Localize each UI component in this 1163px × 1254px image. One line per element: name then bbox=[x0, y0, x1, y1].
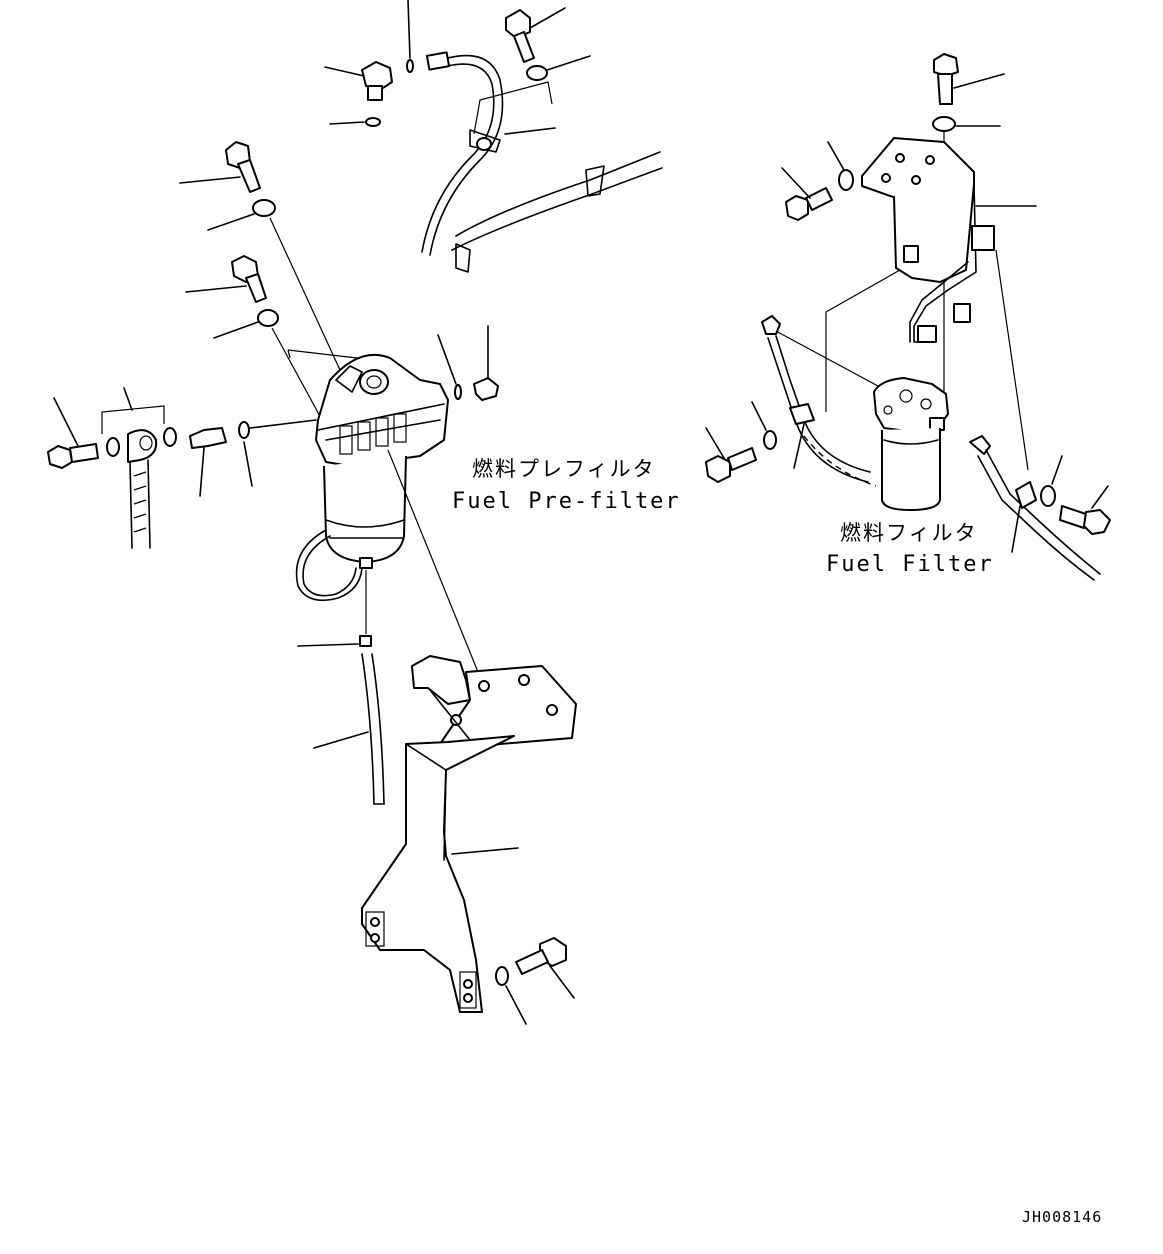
pre-filter-body bbox=[295, 353, 449, 602]
o-ring-center bbox=[365, 117, 381, 127]
pre-filter-label-jp: 燃料プレフィルタ bbox=[472, 457, 656, 481]
fuel-filter-assembly bbox=[705, 53, 1111, 581]
fuel-hose-upper bbox=[421, 51, 663, 273]
banjo-bolt bbox=[47, 443, 99, 469]
banjo-washer-left bbox=[106, 437, 120, 457]
o-ring-top bbox=[406, 59, 414, 73]
sensor-plug bbox=[473, 325, 499, 401]
banjo-fitting bbox=[127, 429, 158, 549]
washer-mount-upper bbox=[252, 199, 276, 217]
pre-filter-label-en: Fuel Pre-filter bbox=[452, 489, 681, 514]
washer-mount-lower bbox=[257, 309, 279, 327]
o-ring-adaptor bbox=[238, 421, 250, 439]
drawing-code: JH008146 bbox=[1022, 1208, 1102, 1226]
bolt-filter-left bbox=[705, 427, 757, 483]
banjo-washer-right bbox=[163, 427, 177, 447]
bolt-mount-lower bbox=[185, 255, 267, 303]
drain-hose bbox=[313, 653, 385, 805]
bolt-filter-right bbox=[1059, 485, 1111, 535]
bolt-top-hose bbox=[505, 7, 566, 63]
washer-filter-right bbox=[1040, 485, 1056, 507]
fuel-filter-bracket bbox=[825, 137, 1037, 471]
elbow-fitting bbox=[324, 61, 393, 101]
pre-filter-bracket-lower bbox=[361, 735, 519, 1013]
fuel-hose-filter-out bbox=[969, 435, 1101, 581]
fuel-hose-filter-in bbox=[761, 315, 877, 487]
pre-filter-bracket-upper bbox=[411, 655, 577, 751]
bolt-bracket-lower bbox=[515, 937, 575, 999]
bolt-filter-top bbox=[933, 53, 1005, 105]
drain-cap bbox=[359, 635, 372, 647]
fuel-filter-cartridge bbox=[773, 329, 949, 511]
filter-label-jp: 燃料フィルタ bbox=[840, 521, 978, 545]
washer-top-hose bbox=[526, 65, 548, 81]
o-ring-sensor bbox=[454, 384, 462, 400]
adaptor-fitting bbox=[189, 427, 227, 497]
washer-filter-side-upper bbox=[838, 169, 854, 191]
bolt-filter-side-upper bbox=[781, 167, 833, 221]
fuel-pre-filter-assembly bbox=[47, 0, 663, 1025]
filter-label-en: Fuel Filter bbox=[826, 552, 994, 577]
bolt-mount-upper bbox=[179, 141, 261, 193]
washer-filter-left bbox=[763, 430, 777, 450]
washer-filter-top bbox=[932, 116, 956, 132]
washer-bracket-lower bbox=[495, 966, 509, 986]
